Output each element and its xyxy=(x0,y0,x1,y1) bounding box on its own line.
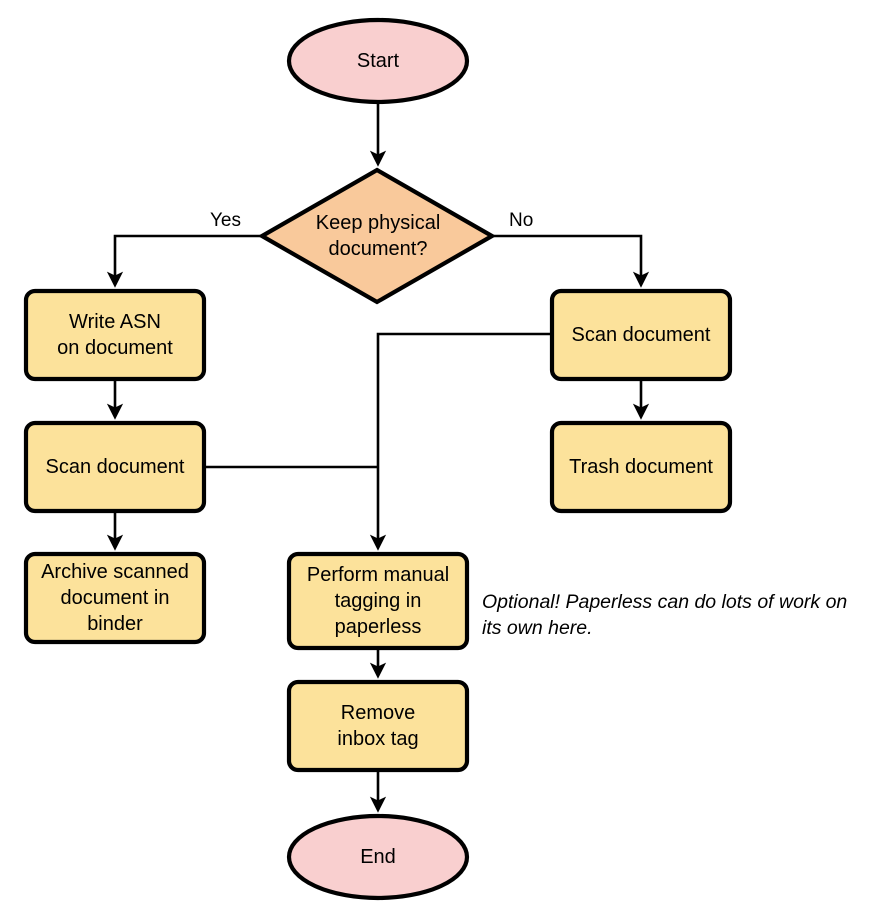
node-scan-document-right[interactable] xyxy=(549,288,733,382)
edge-scan-right-to-manual-tagging xyxy=(369,332,552,551)
edge-decision-to-scan-right xyxy=(492,234,650,288)
optional-note: Optional! Paperless can do lots of work … xyxy=(482,591,848,639)
node-trash-document[interactable] xyxy=(549,420,733,514)
node-write-asn[interactable] xyxy=(23,288,207,382)
node-start[interactable] xyxy=(286,17,470,105)
node-remove-inbox-tag[interactable] xyxy=(286,679,470,773)
edge-label-no: No xyxy=(509,210,534,231)
node-keep-physical-document[interactable] xyxy=(257,167,497,305)
node-scan-document-left[interactable] xyxy=(23,420,207,514)
edge-decision-to-write-asn xyxy=(106,234,262,288)
node-archive-binder[interactable] xyxy=(23,551,207,645)
node-layer xyxy=(23,17,733,901)
edge-label-yes: Yes xyxy=(210,210,241,231)
edge-layer xyxy=(106,102,650,813)
node-manual-tagging[interactable] xyxy=(286,551,470,651)
node-end[interactable] xyxy=(286,813,470,901)
